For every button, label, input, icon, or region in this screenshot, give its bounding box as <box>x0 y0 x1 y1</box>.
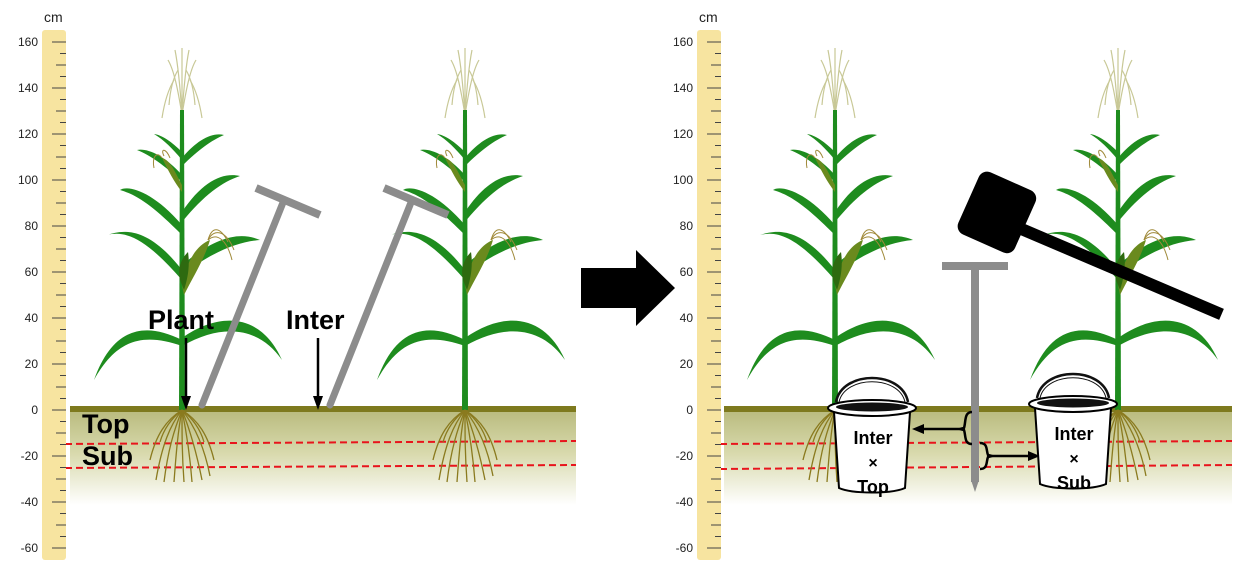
bucket-inter-top: Inter × Top <box>826 376 918 497</box>
depth-ruler-left: 160 140 120 100 80 60 40 20 0 -20 -40 -60 cm <box>18 9 66 560</box>
bucket-sub-line2: × <box>1069 451 1078 468</box>
soil-probe-vertical <box>942 262 1008 492</box>
arrow-to-top-bucket <box>912 424 960 434</box>
inter-label: Inter <box>286 305 345 335</box>
plant-label: Plant <box>148 305 214 335</box>
bucket-top-line1: Inter <box>853 428 892 448</box>
ruler-tick-label: 20 <box>25 357 39 371</box>
ruler-tick-label: 60 <box>25 265 39 279</box>
right-panel: 160 140 120 100 80 60 40 20 0 -20 -40 -60 cm <box>673 9 1233 560</box>
bucket-top-line2: × <box>868 455 877 472</box>
ruler-tick-label: 160 <box>673 35 693 49</box>
ruler-tick-label: 140 <box>18 81 38 95</box>
depth-ruler-right: 160 140 120 100 80 60 40 20 0 -20 -40 -60 cm <box>673 9 721 560</box>
sub-layer-label: Sub <box>82 441 133 471</box>
top-layer-label: Top <box>82 409 129 439</box>
ruler-tick-label: -60 <box>676 541 694 555</box>
ruler-tick-label: 80 <box>25 219 39 233</box>
soil-profile-left <box>70 410 576 505</box>
arrow-to-sub-bucket <box>992 451 1040 461</box>
bucket-sub-line1: Inter <box>1054 424 1093 444</box>
bucket-inter-sub: Inter × Sub <box>1027 372 1119 493</box>
ruler-unit-right: cm <box>699 9 718 25</box>
ruler-tick-label: 0 <box>686 403 693 417</box>
transition-arrow <box>581 250 675 326</box>
bucket-top-line3: Top <box>857 477 889 497</box>
ruler-tick-label: 40 <box>25 311 39 325</box>
ruler-tick-label: -40 <box>21 495 39 509</box>
ruler-tick-label: 60 <box>680 265 694 279</box>
ruler-tick-label: -40 <box>676 495 694 509</box>
ruler-tick-label: 100 <box>18 173 38 187</box>
inter-position-arrow <box>313 338 323 410</box>
ruler-tick-label: 160 <box>18 35 38 49</box>
soil-probe-plant <box>198 184 322 409</box>
bucket-sub-line3: Sub <box>1057 473 1091 493</box>
ruler-tick-label: -20 <box>676 449 694 463</box>
top-sub-boundary-left <box>64 440 577 445</box>
ruler-tick-label: 20 <box>680 357 694 371</box>
ruler-tick-label: 120 <box>18 127 38 141</box>
ruler-tick-label: -20 <box>21 449 39 463</box>
ruler-tick-label: -60 <box>21 541 39 555</box>
ruler-tick-label: 100 <box>673 173 693 187</box>
sub-bottom-boundary-left <box>64 464 577 469</box>
ruler-tick-label: 140 <box>673 81 693 95</box>
ruler-tick-label: 40 <box>680 311 694 325</box>
ruler-tick-label: 0 <box>31 403 38 417</box>
plant-position-arrow <box>181 338 191 410</box>
soil-surface-left <box>70 406 576 412</box>
ruler-tick-label: 120 <box>673 127 693 141</box>
ruler-unit-left: cm <box>44 9 63 25</box>
soil-probe-inter <box>326 184 450 409</box>
ruler-tick-label: 80 <box>680 219 694 233</box>
hammer-icon <box>957 171 1224 320</box>
